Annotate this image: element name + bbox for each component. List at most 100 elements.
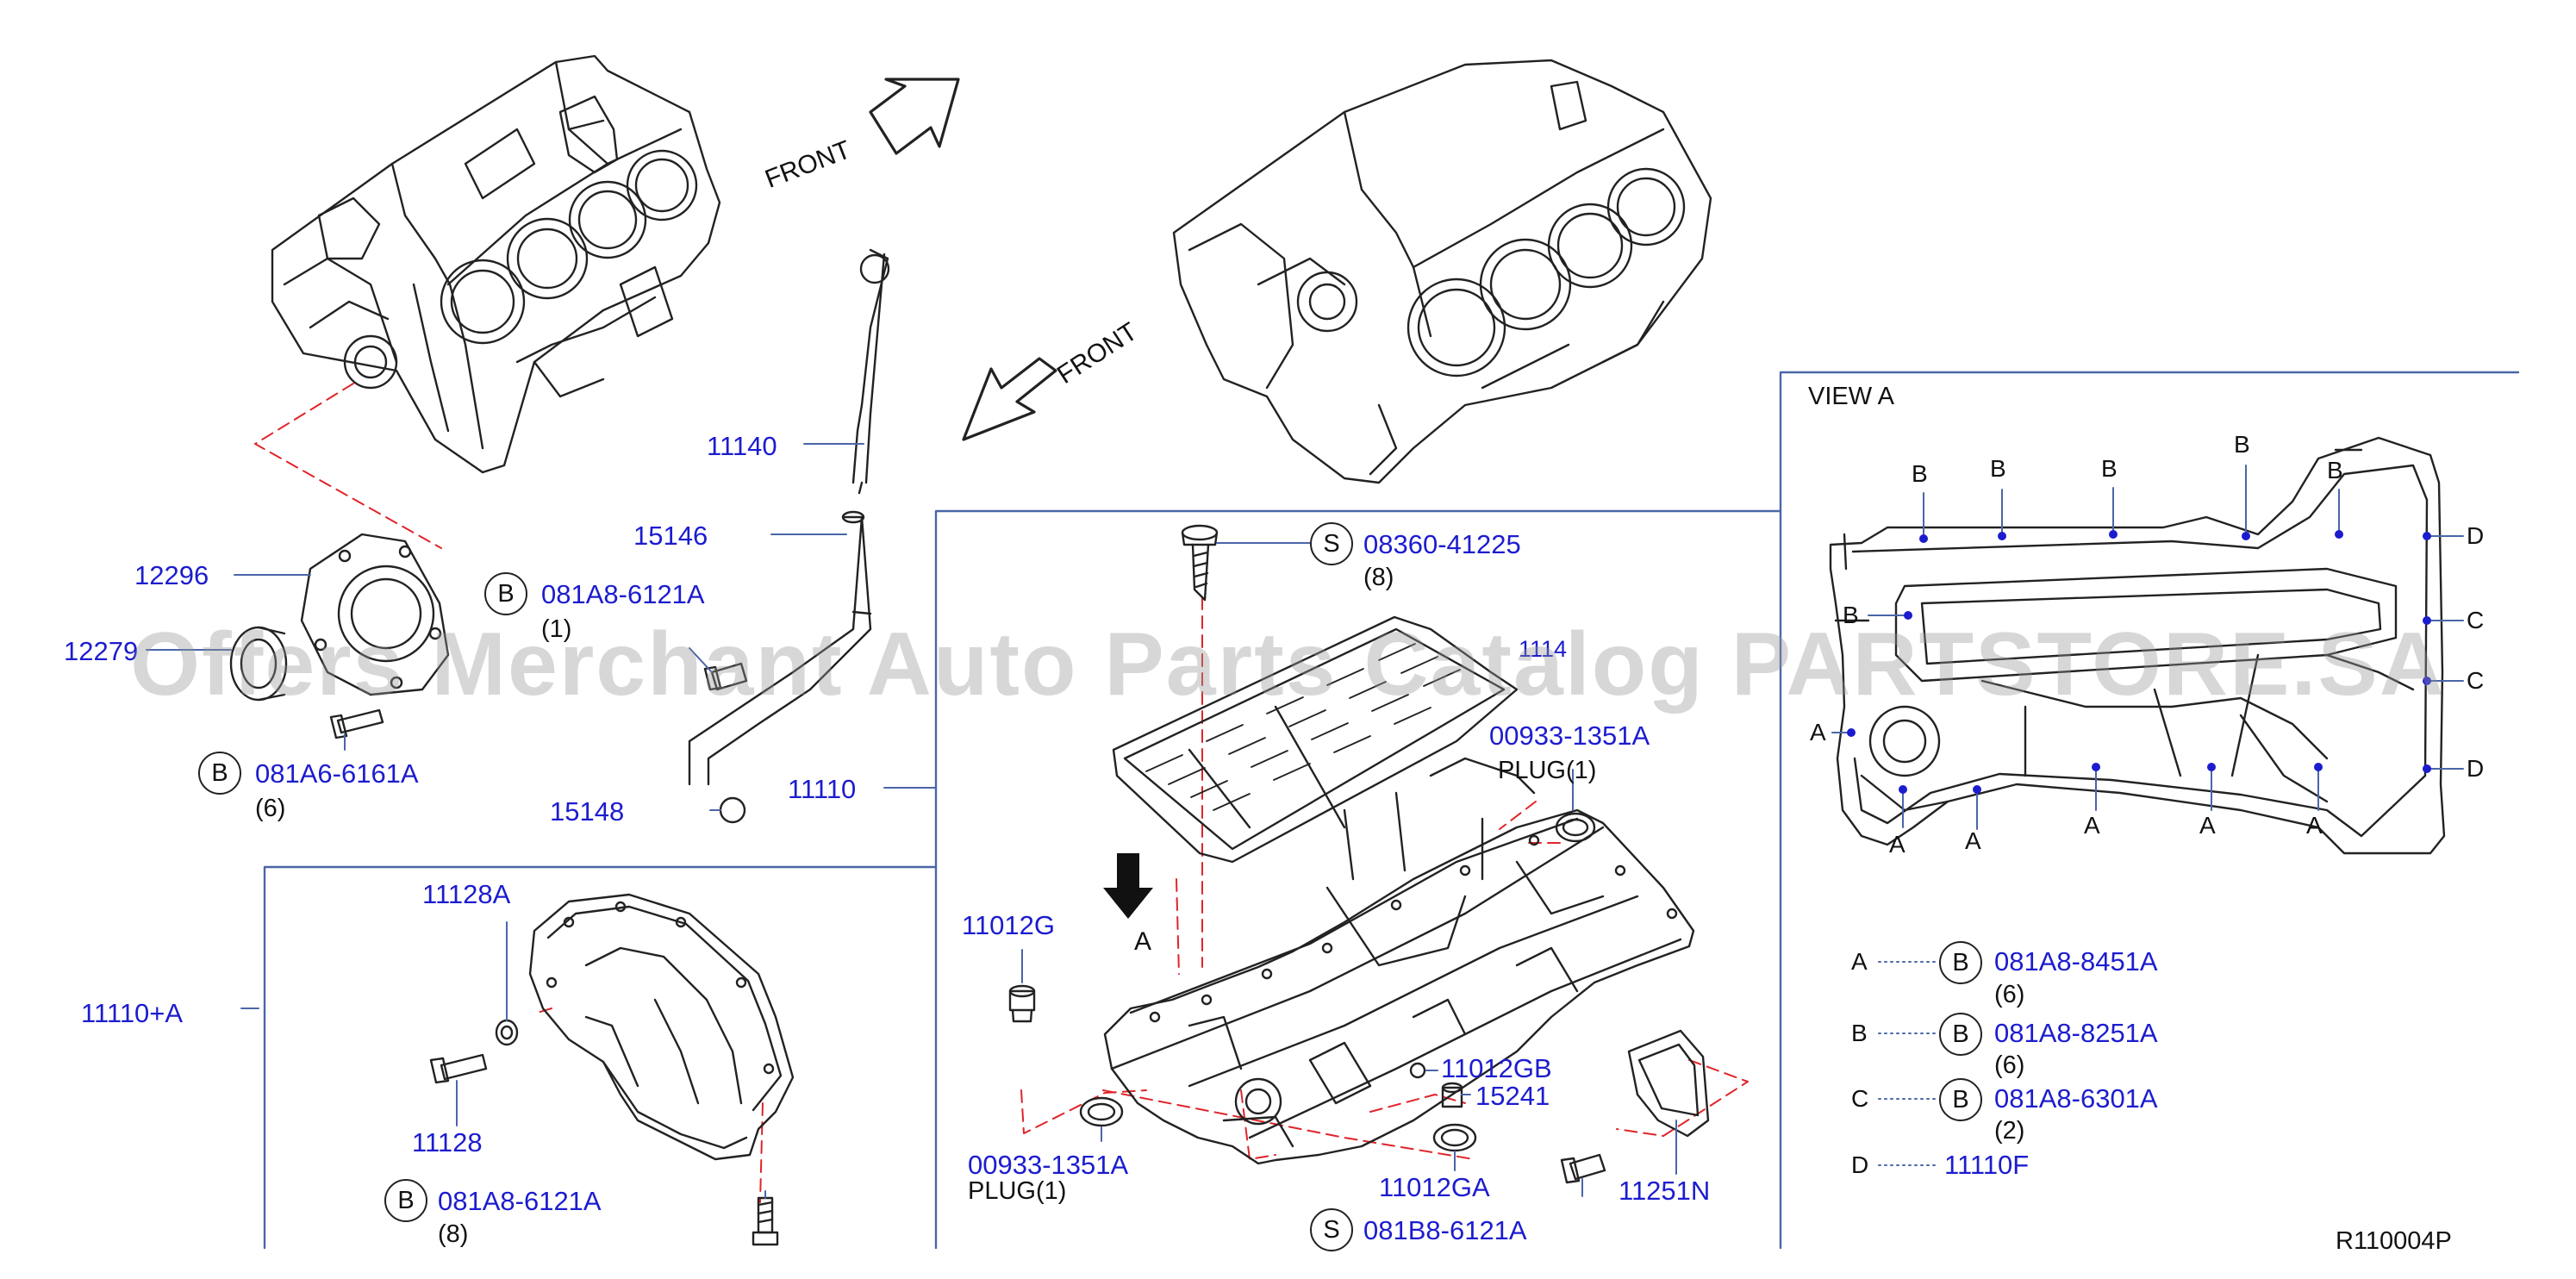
legend-leaders bbox=[1878, 961, 1940, 1166]
view-a-point-b3: B bbox=[2101, 455, 2118, 482]
legend-key-b: B bbox=[1851, 1020, 1868, 1046]
front-arrow-icons bbox=[869, 78, 1057, 441]
legend-key-d: D bbox=[1851, 1151, 1869, 1178]
legend-part-c[interactable]: 081A8-6301A bbox=[1994, 1083, 2158, 1114]
view-a-point-b6: B bbox=[1843, 602, 1859, 628]
part-081A8-6121A-top[interactable]: 081A8-6121A bbox=[541, 579, 705, 609]
circle-mark-s-top: S bbox=[1310, 522, 1353, 565]
legend-circle-b: B bbox=[1939, 1013, 1982, 1056]
legend-part-a[interactable]: 081A8-8451A bbox=[1994, 946, 2158, 976]
part-leaders bbox=[146, 443, 1677, 1199]
arrow-a-label: A bbox=[1134, 927, 1152, 956]
dipstick-guide-15146 bbox=[688, 510, 872, 786]
view-a-point-d1: D bbox=[2467, 522, 2485, 549]
oil-pan-lower bbox=[528, 893, 795, 1161]
part-11128A[interactable]: 11128A bbox=[422, 879, 511, 909]
view-a-dots bbox=[1847, 530, 2431, 794]
section-frames bbox=[263, 371, 2520, 1250]
legend-key-a: A bbox=[1851, 948, 1868, 975]
part-081B8-6121A[interactable]: 081B8-6121A bbox=[1363, 1215, 1527, 1245]
part-00933-1351A-left[interactable]: 00933-1351A bbox=[968, 1150, 1129, 1180]
view-a-arrow-icon bbox=[1103, 853, 1153, 919]
washer-11128A bbox=[495, 1019, 519, 1046]
baffle-plate bbox=[1112, 615, 1519, 864]
circle-mark-s-bottom: S bbox=[1310, 1208, 1353, 1251]
circle-mark-b-top: B bbox=[484, 572, 527, 615]
view-a-point-a6: A bbox=[2306, 812, 2323, 839]
part-11110[interactable]: 11110 bbox=[788, 774, 857, 804]
view-a-point-a5: A bbox=[2199, 812, 2216, 839]
view-a-pan-outline bbox=[1829, 436, 2446, 855]
qty-081A8-6121A-top: (1) bbox=[541, 615, 572, 643]
part-081A6-6161A[interactable]: 081A6-6161A bbox=[255, 758, 419, 789]
view-a-point-b1: B bbox=[1912, 460, 1928, 487]
part-081A8-6121A-bottom[interactable]: 081A8-6121A bbox=[438, 1186, 602, 1216]
oil-pan-upper bbox=[1103, 757, 1695, 1165]
view-a-title: VIEW A bbox=[1808, 383, 1894, 410]
plug-label-left: PLUG(1) bbox=[968, 1177, 1067, 1205]
plug-00933-1351A-right bbox=[1555, 812, 1596, 843]
engine-block-left bbox=[271, 54, 721, 474]
filter-stud-15241 bbox=[1441, 1082, 1463, 1108]
part-11012GA[interactable]: 11012GA bbox=[1379, 1172, 1490, 1202]
view-a-leaders bbox=[1831, 465, 2464, 830]
qty-081A6-6161A: (6) bbox=[255, 795, 286, 822]
front-cover-12296 bbox=[300, 533, 450, 696]
bolt-081B8-6121A bbox=[1560, 1153, 1606, 1184]
part-15148[interactable]: 15148 bbox=[550, 796, 625, 827]
legend-qty-c: (2) bbox=[1994, 1117, 2025, 1145]
legend-circle-c: B bbox=[1939, 1078, 1982, 1121]
part-12296[interactable]: 12296 bbox=[134, 560, 209, 590]
view-a-point-a2: A bbox=[1889, 831, 1905, 858]
part-15241[interactable]: 15241 bbox=[1475, 1081, 1550, 1111]
legend-qty-b: (6) bbox=[1994, 1051, 2025, 1079]
part-12279[interactable]: 12279 bbox=[64, 636, 139, 666]
part-11251N[interactable]: 11251N bbox=[1619, 1176, 1711, 1206]
circle-mark-b-bottom: B bbox=[384, 1179, 427, 1222]
part-11110A[interactable]: 11110+A bbox=[81, 998, 184, 1028]
view-a-point-a1: A bbox=[1810, 719, 1826, 746]
part-11140[interactable]: 11140 bbox=[707, 431, 777, 461]
circle-mark-b-left: B bbox=[198, 752, 241, 795]
part-11012G[interactable]: 11012G bbox=[962, 910, 1056, 940]
qty-081A8-6121A-bottom: (8) bbox=[438, 1220, 469, 1248]
qty-08360-41225: (8) bbox=[1363, 564, 1394, 591]
oil-seal-12279 bbox=[229, 626, 288, 702]
drain-plug-11012G bbox=[1008, 984, 1036, 1023]
washer-11012GB bbox=[1409, 1062, 1426, 1079]
screw-08360-41225 bbox=[1181, 524, 1219, 602]
legend-qty-a: (6) bbox=[1994, 981, 2025, 1008]
part-08360-41225[interactable]: 08360-41225 bbox=[1363, 529, 1521, 559]
bolt-081A8-6121A-bottom bbox=[752, 1196, 779, 1246]
legend-part-d[interactable]: 11110F bbox=[1944, 1150, 2030, 1180]
bolt-11128 bbox=[429, 1053, 488, 1084]
engine-block-right bbox=[1172, 59, 1712, 484]
part-11128[interactable]: 11128 bbox=[412, 1127, 483, 1157]
o-ring-15148 bbox=[719, 796, 746, 824]
legend-key-c: C bbox=[1851, 1085, 1869, 1112]
legend-circle-a: B bbox=[1939, 941, 1982, 984]
plug-11012GA bbox=[1432, 1123, 1477, 1152]
plug-00933-1351A-left bbox=[1079, 1096, 1124, 1127]
view-a-point-d2: D bbox=[2467, 755, 2485, 782]
view-a-point-b4: B bbox=[2234, 431, 2250, 458]
part-00933-1351A-right[interactable]: 00933-1351A bbox=[1489, 721, 1650, 751]
view-a-point-b5: B bbox=[2327, 457, 2343, 484]
cover-11251N bbox=[1627, 1029, 1710, 1138]
bolt-081A8-6121A-top bbox=[703, 662, 748, 691]
view-a-point-c1: C bbox=[2467, 607, 2485, 633]
bolt-081A6-6161A bbox=[329, 708, 384, 739]
view-a-point-a3: A bbox=[1965, 827, 1981, 854]
dipstick-11140 bbox=[851, 248, 890, 495]
legend-part-b[interactable]: 081A8-8251A bbox=[1994, 1018, 2158, 1048]
part-15146[interactable]: 15146 bbox=[633, 521, 708, 551]
view-a-point-a4: A bbox=[2084, 812, 2100, 839]
part-1114[interactable]: 1114 bbox=[1519, 636, 1568, 662]
plug-label-right: PLUG(1) bbox=[1498, 757, 1597, 784]
view-a-point-c2: C bbox=[2467, 667, 2485, 694]
part-11012GB[interactable]: 11012GB bbox=[1441, 1053, 1552, 1083]
figure-reference: R110004P bbox=[2336, 1227, 2452, 1255]
view-a-point-b2: B bbox=[1990, 455, 2006, 482]
